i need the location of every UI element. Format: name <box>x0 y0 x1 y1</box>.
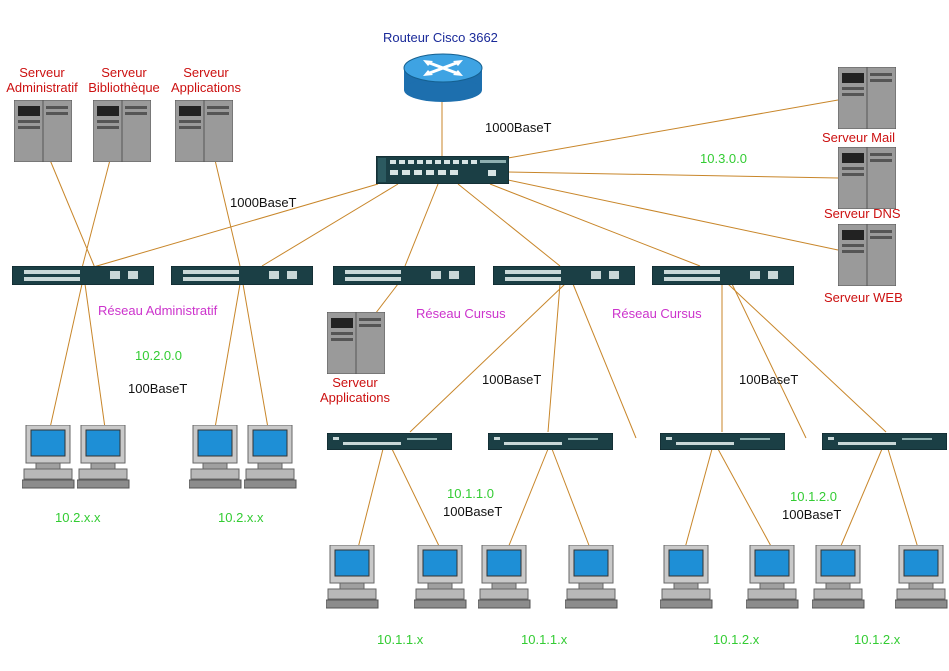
link-srv-biblio <box>81 159 111 269</box>
link-core-mail <box>507 99 839 159</box>
server-applications-label: Serveur Applications <box>170 65 242 95</box>
link-core-dist1 <box>89 183 379 269</box>
pc-icon <box>22 425 75 489</box>
server-web-label: Serveur WEB <box>824 290 903 305</box>
access-switch-3 <box>660 433 785 450</box>
distribution-switch-1 <box>12 266 154 285</box>
link-core-dist3 <box>404 183 439 267</box>
distribution-switch-2 <box>171 266 313 285</box>
network-address-subnet1: 10.1.1.0 <box>447 486 494 501</box>
access-switch-4 <box>822 433 947 450</box>
server-dns-icon <box>838 147 896 209</box>
link-a3-pc2 <box>717 448 773 549</box>
server-mail-label: Serveur Mail <box>822 130 895 145</box>
link-srv-app <box>214 159 241 267</box>
link-label-admin: 100BaseT <box>128 381 188 396</box>
server-administratif-icon <box>14 100 72 162</box>
pc-icon <box>414 545 467 609</box>
access-switch-2 <box>488 433 613 450</box>
link-dist1-pc2 <box>84 283 106 429</box>
pc-icon <box>895 545 948 609</box>
link-dist2-pc1 <box>214 283 241 429</box>
router-icon <box>403 53 483 102</box>
link-dist1-pc1 <box>49 283 83 429</box>
server-mail-icon <box>838 67 896 129</box>
distribution-switch-5 <box>652 266 794 285</box>
pc-icon <box>189 425 242 489</box>
router-label: Routeur Cisco 3662 <box>383 30 498 45</box>
pc-icon <box>565 545 618 609</box>
link-dist5-access4 <box>727 283 887 433</box>
link-a1-pc1 <box>357 448 384 549</box>
pc-group-label: 10.1.1.x <box>377 632 424 647</box>
network-address-subnet2: 10.1.2.0 <box>790 489 837 504</box>
pc-icon <box>478 545 531 609</box>
core-switch-icon <box>376 156 509 184</box>
network-address-servers: 10.3.0.0 <box>700 151 747 166</box>
server-applications-icon <box>175 100 233 162</box>
pc-group-label: 10.2.x.x <box>218 510 264 525</box>
distribution-switch-4 <box>493 266 635 285</box>
network-name-cursus-2: Réseau Cursus <box>612 306 702 321</box>
pc-group-label: 10.1.2.x <box>854 632 901 647</box>
link-core-dist5 <box>489 183 701 267</box>
pc-icon <box>660 545 713 609</box>
link-core-dist2 <box>261 183 399 267</box>
pc-icon <box>77 425 130 489</box>
access-switch-1 <box>327 433 452 450</box>
pc-icon <box>812 545 865 609</box>
pc-icon <box>326 545 379 609</box>
server-bibliotheque-icon <box>93 100 151 162</box>
link-a3-pc1 <box>684 448 713 549</box>
pc-group-label: 10.1.1.x <box>521 632 568 647</box>
link-label-core-distribution: 1000BaseT <box>230 195 297 210</box>
distribution-switch-3 <box>333 266 475 285</box>
pc-icon <box>746 545 799 609</box>
network-address-admin: 10.2.0.0 <box>135 348 182 363</box>
link-label-cursus2: 100BaseT <box>739 372 799 387</box>
link-dist4-access2 <box>547 283 561 433</box>
server-applications-mid-label: Serveur Applications <box>319 375 391 405</box>
link-a4-pc2 <box>887 448 919 549</box>
link-dist2-pc2 <box>242 283 269 429</box>
pc-icon <box>244 425 297 489</box>
link-core-dns <box>507 171 839 179</box>
link-label-subnet2: 100BaseT <box>782 507 842 522</box>
server-dns-label: Serveur DNS <box>824 206 901 221</box>
link-label-router-core: 1000BaseT <box>485 120 552 135</box>
link-label-cursus1: 100BaseT <box>482 372 542 387</box>
network-name-cursus-1: Réseau Cursus <box>416 306 506 321</box>
server-web-icon <box>838 224 896 286</box>
pc-group-label: 10.1.2.x <box>713 632 760 647</box>
link-a4-pc1 <box>839 448 883 549</box>
link-core-web <box>507 179 839 251</box>
link-dist5-stub <box>731 283 807 439</box>
link-srv-admin <box>49 159 96 269</box>
link-label-subnet1: 100BaseT <box>443 504 503 519</box>
server-applications-mid-icon <box>327 312 385 374</box>
link-core-dist4 <box>457 183 561 267</box>
link-a1-pc2 <box>391 448 441 549</box>
pc-group-label: 10.2.x.x <box>55 510 101 525</box>
link-a2-pc1 <box>507 448 549 549</box>
server-administratif-label: Serveur Administratif <box>6 65 78 95</box>
link-a2-pc2 <box>551 448 591 549</box>
server-bibliotheque-label: Serveur Bibliothèque <box>88 65 160 95</box>
link-dist4-stub <box>572 283 637 439</box>
network-name-admin: Réseau Administratif <box>98 303 218 318</box>
link-dist4-access1 <box>409 283 566 433</box>
